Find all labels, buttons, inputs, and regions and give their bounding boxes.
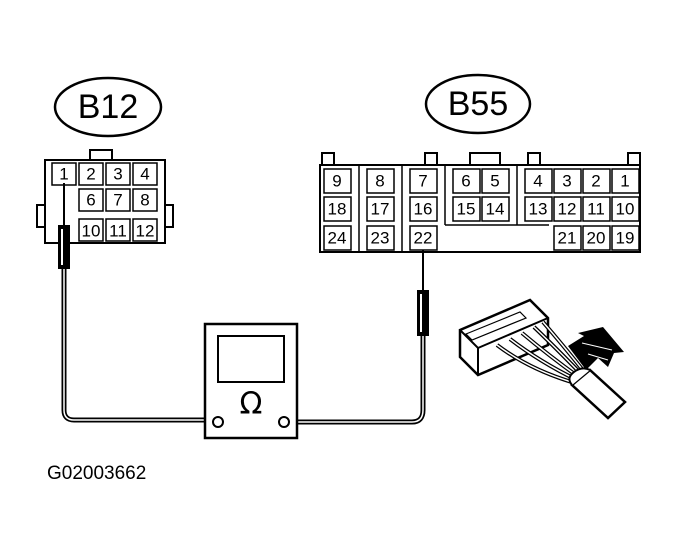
- left-probe: [58, 183, 205, 423]
- b12-pin: 1: [59, 165, 68, 184]
- b55-pin: 19: [616, 229, 635, 248]
- connector-back-probe-illustration: [458, 298, 627, 420]
- b55-pin: 3: [562, 172, 571, 191]
- b55-pin: 15: [457, 200, 476, 219]
- b55-pin: 14: [486, 200, 505, 219]
- left-test-lead: [61, 269, 205, 423]
- b12-pin: 10: [82, 222, 101, 241]
- connector-b12-label-oval: [53, 76, 163, 138]
- b55-pin: 17: [371, 200, 390, 219]
- b55-pin: 13: [529, 200, 548, 219]
- b55-pin: 1: [620, 172, 629, 191]
- connector-b55-label: B55: [448, 85, 509, 123]
- b55-pin: 24: [328, 229, 347, 248]
- figure-code: G02003662: [47, 463, 146, 484]
- insert-arrow: [568, 327, 624, 370]
- b55-pin: 18: [328, 200, 347, 219]
- b55-pin: 5: [490, 172, 499, 191]
- b12-pin: 12: [136, 222, 155, 241]
- b12-left-lock: [36, 204, 46, 228]
- b12-pin: 6: [86, 191, 95, 210]
- ohmmeter-display: [217, 335, 285, 383]
- b55-pin: 12: [558, 200, 577, 219]
- connector-b55-label-oval: [424, 73, 532, 135]
- connector-b12: B12 1 2 3 4 6 7 8 10 11 12: [36, 76, 174, 244]
- b55-pin: 9: [332, 172, 341, 191]
- ohmmeter-right-jack: [278, 416, 290, 428]
- b12-right-lock: [164, 204, 174, 228]
- right-probe-handle: [417, 290, 429, 336]
- b55-pin: 7: [418, 172, 427, 191]
- b12-pin: 4: [140, 165, 149, 184]
- b12-pin: 8: [140, 191, 149, 210]
- connector-b55: B55: [319, 73, 641, 253]
- ohmmeter-left-jack: [212, 416, 224, 428]
- connector-b12-label: B12: [78, 88, 139, 126]
- b55-pin: 10: [616, 200, 635, 219]
- b12-pin: 2: [86, 165, 95, 184]
- b55-pin: 23: [371, 229, 390, 248]
- b12-pin: 11: [109, 222, 127, 241]
- left-probe-handle: [58, 225, 70, 269]
- b55-pin: 20: [587, 229, 606, 248]
- b12-top-key: [89, 149, 113, 161]
- b55-pin: 22: [414, 229, 433, 248]
- b55-pin: 16: [414, 200, 433, 219]
- b12-pin: 3: [113, 165, 122, 184]
- ohm-symbol: Ω: [240, 387, 263, 422]
- ohmmeter: Ω: [203, 322, 299, 440]
- right-test-lead: [296, 336, 426, 425]
- right-probe: [296, 250, 429, 425]
- b12-pin: 7: [113, 191, 122, 210]
- b55-pin: 6: [461, 172, 470, 191]
- b55-pin: 11: [587, 200, 605, 219]
- b55-pin: 2: [591, 172, 600, 191]
- b55-pin: 21: [558, 229, 577, 248]
- b55-pin: 8: [375, 172, 384, 191]
- b55-pin: 4: [533, 172, 542, 191]
